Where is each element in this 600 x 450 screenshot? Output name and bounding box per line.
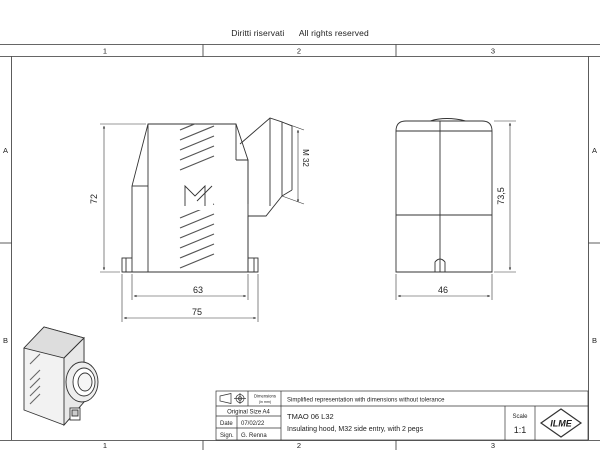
side-dimensions <box>395 120 516 300</box>
dim-height-73-5: 73,5 <box>496 187 506 205</box>
zone-col-2-top: 2 <box>297 47 301 56</box>
tolerance-note: Simplified representation with dimension… <box>287 398 445 404</box>
dimensions-unit: (in mm) <box>259 400 271 404</box>
zone-col-1-bottom: 1 <box>103 441 107 450</box>
zone-row-b-left: B <box>3 336 8 345</box>
scale-label: Scale <box>512 414 528 420</box>
dim-height-72: 72 <box>89 194 99 204</box>
zone-row-a-right: A <box>592 146 597 155</box>
side-view <box>395 118 493 273</box>
product-description: Insulating hood, M32 side entry, with 2 … <box>287 426 424 433</box>
zone-col-3-top: 3 <box>491 47 495 56</box>
date-label: Date <box>220 421 233 427</box>
dimensions-label: Dimensions <box>254 394 276 399</box>
isometric-view <box>23 326 99 427</box>
title-block-text: Dimensions (in mm) Simplified representa… <box>220 394 528 440</box>
front-dimensions <box>100 121 305 322</box>
front-view <box>121 117 293 273</box>
side-dimension-labels: 73,5 46 <box>438 187 506 295</box>
rights-english: All rights reserved <box>298 28 369 38</box>
logo-text: ILME <box>550 419 572 429</box>
rights-italian: Diritti riservati <box>231 28 285 38</box>
zone-row-b-right: B <box>592 336 597 345</box>
sign-label: Sign. <box>220 433 234 439</box>
sign-value: G. Renna <box>241 433 267 439</box>
title-block <box>215 390 589 441</box>
scale-value: 1:1 <box>514 425 527 435</box>
sheet-frame <box>0 44 600 450</box>
zone-col-1-top: 1 <box>103 47 107 56</box>
dim-width-46: 46 <box>438 285 448 295</box>
zone-labels: 1 2 3 1 2 3 A B A B <box>3 47 597 450</box>
zone-col-3-bottom: 3 <box>491 441 495 450</box>
dim-thread-m32: M 32 <box>301 149 310 167</box>
front-dimension-labels: 72 63 75 M 32 <box>89 149 310 317</box>
date-value: 07/02/22 <box>241 421 265 427</box>
dim-width-75: 75 <box>192 307 202 317</box>
rights-header: Diritti riservati All rights reserved <box>0 28 600 38</box>
ilme-logo: ILME <box>539 408 583 438</box>
original-size: Original Size A4 <box>227 410 270 416</box>
zone-col-2-bottom: 2 <box>297 441 301 450</box>
projection-symbol <box>219 393 246 404</box>
zone-row-a-left: A <box>3 146 8 155</box>
dim-width-63: 63 <box>193 285 203 295</box>
product-code: TMAO 06 L32 <box>287 412 334 421</box>
